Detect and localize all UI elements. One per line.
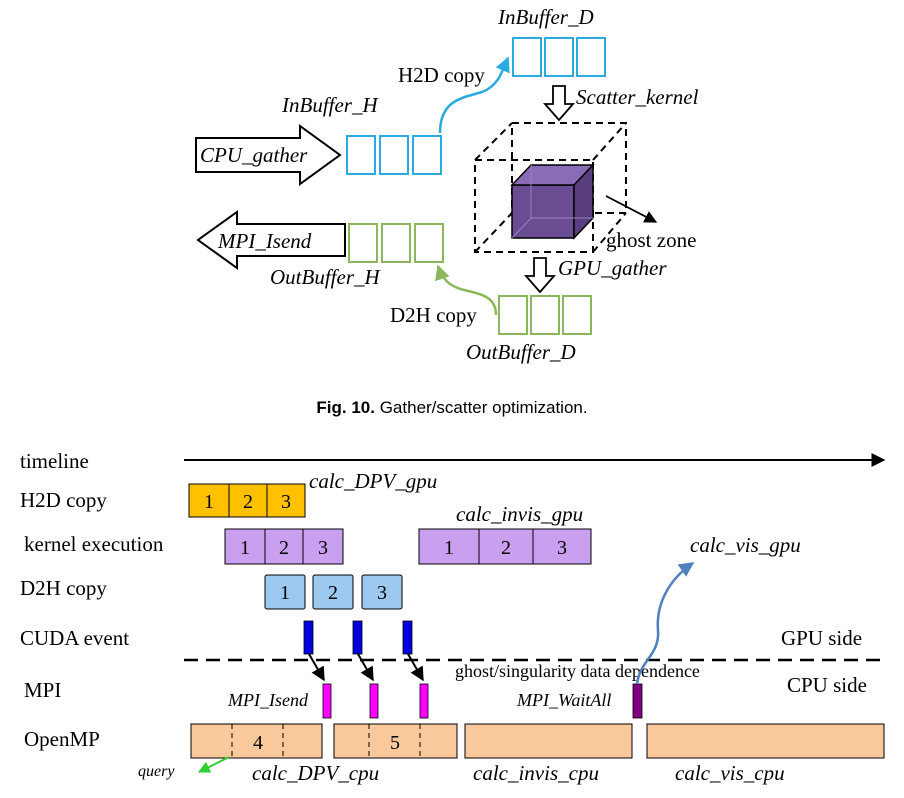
row-label-openmp: OpenMP — [24, 727, 100, 751]
kernel-a-block-1: 1 — [240, 537, 250, 559]
kernel-blocks-a — [224, 528, 344, 565]
cpu-side-label: CPU side — [787, 673, 867, 697]
outbuffer-d-boxes — [498, 295, 592, 335]
calc-vis-gpu-label: calc_vis_gpu — [690, 533, 801, 557]
calc-dpv-cpu-label: calc_DPV_cpu — [252, 761, 379, 785]
h2d-blocks — [188, 483, 306, 518]
gpu-gather-label: GPU_gather — [558, 256, 667, 280]
mpi-isend-label: MPI_Isend — [217, 229, 312, 253]
inbuffer-d-boxes — [512, 37, 606, 77]
mpi-isend-arrow — [196, 210, 346, 270]
mpi-waitall-marker — [632, 683, 643, 719]
openmp-num-4: 4 — [253, 732, 263, 754]
mpi-isend-markers — [322, 683, 429, 719]
cuda-event-markers — [303, 620, 413, 655]
kernel-b-block-1: 1 — [444, 537, 454, 559]
kernel-b-block-2: 2 — [501, 537, 511, 559]
query-label: query — [138, 763, 175, 780]
cpu-gather-arrow — [195, 124, 342, 186]
scatter-kernel-arrow — [543, 85, 575, 122]
row-label-mpi: MPI — [24, 678, 61, 702]
row-label-kernel: kernel execution — [24, 532, 164, 556]
d2h-copy-arrow — [435, 264, 498, 316]
figure-caption: Fig. 10. Gather/scatter optimization. — [316, 398, 587, 417]
h2d-copy-arrow — [438, 56, 510, 134]
ghost-zone-cube — [474, 122, 627, 253]
gather-scatter-diagram: InBuffer_D H2D copy InBuffer_H CPU_gathe… — [195, 5, 699, 417]
row-label-cuda: CUDA event — [20, 626, 129, 650]
h2d-block-3: 3 — [281, 491, 291, 513]
calc-invis-gpu-label: calc_invis_gpu — [456, 502, 583, 526]
outbuffer-h-boxes — [348, 223, 444, 263]
outbuffer-d-label: OutBuffer_D — [466, 340, 576, 364]
h2d-block-2: 2 — [243, 491, 253, 513]
openmp-dividers — [231, 724, 421, 758]
inbuffer-h-label: InBuffer_H — [281, 93, 379, 117]
d2h-block-1: 1 — [280, 582, 290, 604]
d2h-block-2: 2 — [328, 582, 338, 604]
inbuffer-d-label: InBuffer_D — [497, 5, 594, 29]
calc-dpv-gpu-label: calc_DPV_gpu — [309, 469, 437, 493]
calc-vis-gpu-arrow — [635, 561, 695, 685]
mpi-isend-timeline-label: MPI_Isend — [227, 690, 309, 710]
kernel-a-block-3: 3 — [318, 537, 328, 559]
scatter-kernel-label: Scatter_kernel — [576, 85, 699, 109]
openmp-num-5: 5 — [390, 732, 400, 754]
caption-text: Gather/scatter optimization. — [375, 398, 588, 417]
ghost-zone-label: ghost zone — [606, 228, 696, 252]
h2d-block-1: 1 — [204, 491, 214, 513]
mpi-waitall-label: MPI_WaitAll — [516, 690, 611, 710]
outbuffer-h-label: OutBuffer_H — [270, 265, 381, 289]
kernel-b-block-3: 3 — [557, 537, 567, 559]
gpu-side-label: GPU side — [781, 626, 862, 650]
timeline-diagram: timeline H2D copy kernel execution D2H c… — [20, 449, 886, 785]
row-label-d2h: D2H copy — [20, 576, 107, 600]
calc-invis-cpu-label: calc_invis_cpu — [473, 761, 599, 785]
caption-label: Fig. 10. — [316, 398, 375, 417]
d2h-blocks — [264, 574, 403, 610]
row-label-h2d: H2D copy — [20, 488, 107, 512]
row-label-timeline: timeline — [20, 449, 89, 473]
kernel-a-block-2: 2 — [279, 537, 289, 559]
ghost-dependence-label: ghost/singularity data dependence — [455, 661, 700, 681]
cpu-gather-label: CPU_gather — [200, 143, 308, 167]
openmp-blocks — [190, 723, 885, 759]
calc-vis-cpu-label: calc_vis_cpu — [675, 761, 785, 785]
inbuffer-h-boxes — [346, 135, 442, 175]
d2h-block-3: 3 — [377, 582, 387, 604]
h2d-copy-label: H2D copy — [398, 63, 485, 87]
event-to-mpi-arrows — [308, 653, 424, 682]
kernel-blocks-b — [418, 528, 592, 565]
ghost-zone-arrow — [605, 195, 658, 223]
purple-cube — [510, 163, 595, 240]
query-arrow — [197, 756, 230, 773]
gpu-gather-arrow — [524, 257, 556, 294]
d2h-copy-label: D2H copy — [390, 303, 477, 327]
